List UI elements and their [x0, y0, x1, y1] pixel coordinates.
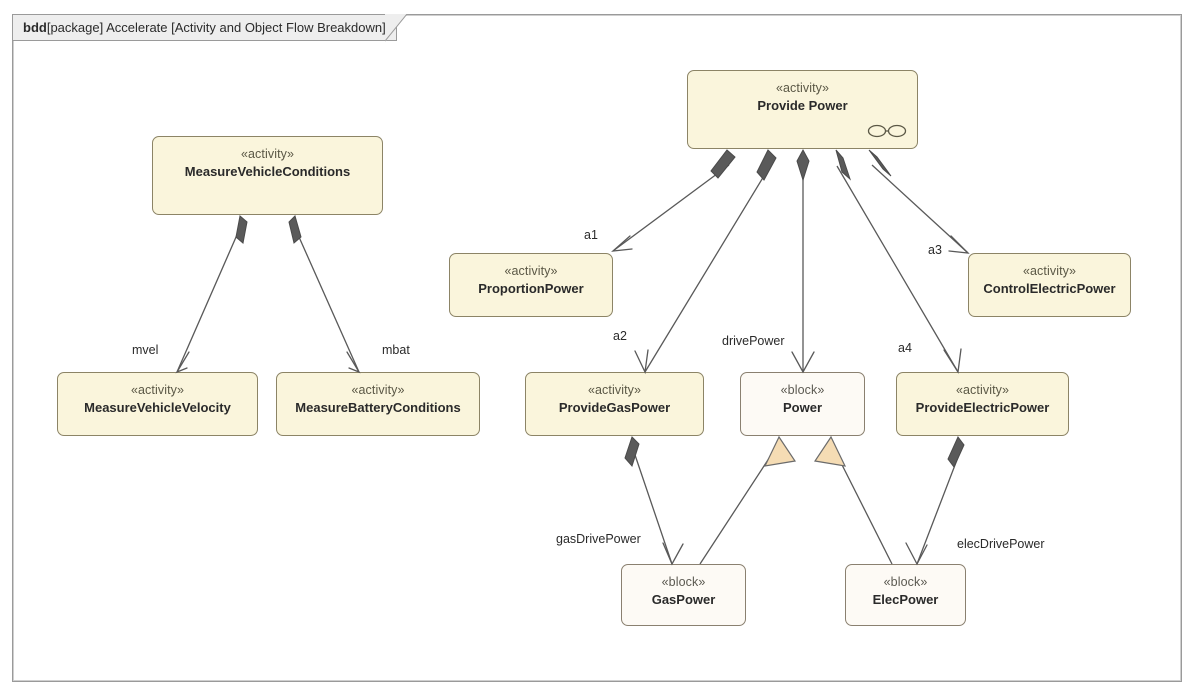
edge-a3: [871, 164, 969, 254]
node-name: ProvideGasPower: [558, 400, 671, 415]
edge-label-drivePower: drivePower: [722, 334, 785, 348]
node-name: GasPower: [651, 592, 716, 607]
node-name: Power: [782, 400, 822, 415]
node-measureVehicleConditions[interactable]: «activity» MeasureVehicleConditions: [152, 136, 383, 215]
node-proportionPower[interactable]: «activity» ProportionPower: [449, 253, 613, 317]
subdiagram-indicator-icon: [867, 124, 907, 138]
header-kind: bdd: [23, 20, 47, 35]
edge-gen-gaspower: [699, 442, 780, 565]
node-stereotype: «activity»: [1022, 264, 1077, 278]
edge-label-mbat: mbat: [382, 343, 410, 357]
node-stereotype: «activity»: [775, 81, 830, 95]
edge-label-a2: a2: [613, 329, 627, 343]
node-stereotype: «block»: [780, 383, 825, 397]
node-stereotype: «block»: [661, 575, 706, 589]
node-name: ElecPower: [872, 592, 939, 607]
edge-label-mvel: mvel: [132, 343, 159, 357]
node-stereotype: «activity»: [504, 264, 558, 278]
node-name: MeasureBatteryConditions: [295, 400, 461, 415]
node-stereotype: «activity»: [130, 383, 185, 397]
edge-gasdrivepower: [633, 451, 673, 565]
node-stereotype: «activity»: [955, 383, 1010, 397]
edge-a1: [612, 164, 730, 252]
node-controlElectricPower[interactable]: «activity» ControlElectricPower: [968, 253, 1131, 317]
node-stereotype: «activity»: [351, 383, 405, 397]
node-name: MeasureVehicleConditions: [184, 164, 351, 179]
node-name: Provide Power: [757, 98, 848, 113]
node-power[interactable]: «block» Power: [740, 372, 865, 436]
edge-a2: [644, 165, 771, 373]
diagram-frame: [12, 14, 1182, 682]
node-measureVehicleVelocity[interactable]: «activity» MeasureVehicleVelocity: [57, 372, 258, 436]
node-providePower[interactable]: «activity» Provide Power: [687, 70, 918, 149]
header-title: [package] Accelerate [Activity and Objec…: [46, 20, 386, 35]
edge-label-a4: a4: [898, 341, 912, 355]
node-name: ControlElectricPower: [983, 281, 1116, 296]
node-elecPower[interactable]: «block» ElecPower: [845, 564, 966, 626]
node-stereotype: «activity»: [587, 383, 642, 397]
edge-mbat: [294, 227, 360, 373]
edge-mvel: [176, 227, 241, 373]
node-name: MeasureVehicleVelocity: [84, 400, 231, 415]
node-gasPower[interactable]: «block» GasPower: [621, 564, 746, 626]
node-name: ProvideElectricPower: [915, 400, 1050, 415]
diagram-header-tab: bdd[package] Accelerate [Activity and Ob…: [13, 15, 397, 41]
edge-label-elecDrivePower: elecDrivePower: [957, 537, 1045, 551]
edge-gen-elecpower: [830, 442, 893, 565]
node-name: ProportionPower: [478, 281, 584, 296]
node-measureBatteryConditions[interactable]: «activity» MeasureBatteryConditions: [276, 372, 480, 436]
edge-a4: [836, 165, 959, 373]
node-provideGasPower[interactable]: «activity» ProvideGasPower: [525, 372, 704, 436]
node-stereotype: «activity»: [240, 147, 295, 161]
edge-elecdrivepower: [916, 451, 961, 565]
node-stereotype: «block»: [883, 575, 928, 589]
node-provideElectricPower[interactable]: «activity» ProvideElectricPower: [896, 372, 1069, 436]
edge-label-a1: a1: [584, 228, 598, 242]
edge-label-gasDrivePower: gasDrivePower: [556, 532, 641, 546]
edge-label-a3: a3: [928, 243, 942, 257]
